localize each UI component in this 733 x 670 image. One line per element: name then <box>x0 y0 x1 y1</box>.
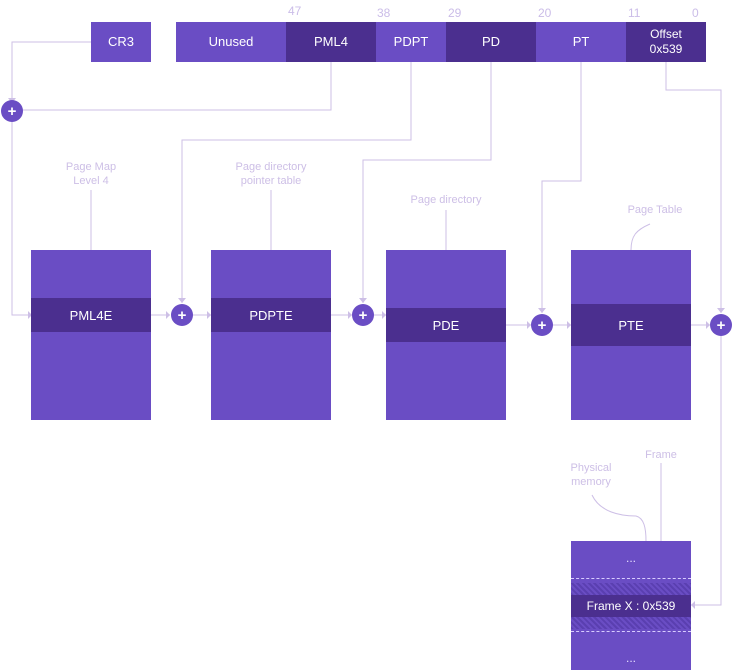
frame-top-boundary <box>571 578 691 579</box>
pml4-table: PML4E <box>31 250 151 420</box>
pml4-table-caption: Page Map Level 4 <box>65 161 117 188</box>
offset-field: Offset 0x539 <box>626 22 706 62</box>
memory-bottom-ellipsis: ... <box>625 651 636 665</box>
offset-connector <box>665 62 722 313</box>
pdpte-entry: PDPTE <box>211 298 331 332</box>
pdpt-table-caption: Page directory pointer table <box>235 161 307 188</box>
pd-connector <box>362 62 492 303</box>
bit-position-11: 11 <box>628 6 641 20</box>
frame-hatch-top <box>571 583 691 595</box>
pdpt-table: PDPTE <box>211 250 331 420</box>
memory-top-ellipsis: ... <box>625 551 636 565</box>
pde-entry: PDE <box>386 308 506 342</box>
memory-caption-leader <box>591 494 647 542</box>
adder-pml4e-pdpt: + <box>171 304 193 326</box>
cr3-connector <box>11 41 91 100</box>
pt-table: PTE <box>571 250 691 420</box>
pt-table-caption: Page Table <box>627 204 683 216</box>
physical-memory-block: ... Frame X : 0x539 ... <box>571 541 691 670</box>
offset-value: 0x539 <box>649 42 683 56</box>
frame-hatch-bottom <box>571 617 691 629</box>
pd-table-caption: Page directory <box>410 194 482 206</box>
bit-position-0: 0 <box>692 6 699 20</box>
plus5-to-frame <box>691 336 722 606</box>
pt-caption-leader <box>630 223 651 251</box>
adder-pte-offset: + <box>710 314 732 336</box>
pt-connector <box>541 62 582 313</box>
adder-cr3-pml4: + <box>1 100 23 122</box>
offset-label: Offset <box>650 27 682 41</box>
bit-position-29: 29 <box>448 6 462 20</box>
physical-memory-caption: Physical memory <box>570 462 612 489</box>
bit-position-38: 38 <box>377 6 391 20</box>
adder-pdpte-pd: + <box>352 304 374 326</box>
pml4-field: PML4 <box>286 22 376 62</box>
pml4e-entry: PML4E <box>31 298 151 332</box>
pt-field: PT <box>536 22 626 62</box>
pdpt-field: PDPT <box>376 22 446 62</box>
cr3-box: CR3 <box>91 22 151 62</box>
bit-position-47: 47 <box>288 4 302 18</box>
adder-pde-pt: + <box>531 314 553 336</box>
unused-field: Unused <box>176 22 286 62</box>
pml4-connector <box>23 62 332 111</box>
frame-entry: Frame X : 0x539 <box>571 595 691 617</box>
pte-entry: PTE <box>571 304 691 346</box>
pd-table: PDE <box>386 250 506 420</box>
pdpt-connector <box>181 62 412 303</box>
frame-bottom-boundary <box>571 631 691 632</box>
bit-position-20: 20 <box>538 6 552 20</box>
frame-caption: Frame <box>645 449 677 461</box>
pd-field: PD <box>446 22 536 62</box>
plus1-to-pml4e <box>11 122 31 316</box>
